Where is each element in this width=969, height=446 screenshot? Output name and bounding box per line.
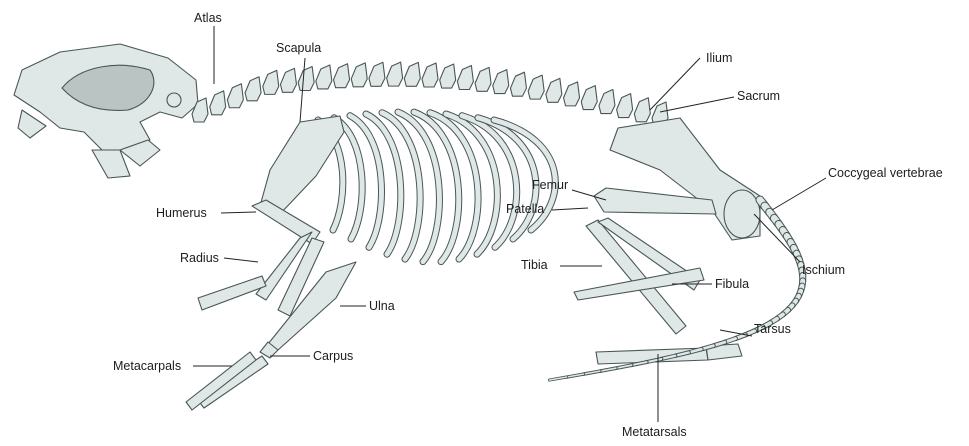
vertebra (280, 68, 296, 92)
skull (14, 44, 198, 178)
label-ischium: Ischium (802, 264, 845, 277)
label-femur: Femur (532, 179, 568, 192)
label-ulna: Ulna (369, 300, 395, 313)
vertebra (564, 82, 580, 106)
vertebra (440, 64, 456, 88)
label-radius: Radius (180, 252, 219, 265)
vertebra (334, 64, 350, 88)
vertebra (316, 65, 332, 89)
vertebra (457, 66, 473, 90)
vertebra (528, 75, 544, 99)
label-metatarsals: Metatarsals (622, 426, 687, 439)
label-fibula: Fibula (715, 278, 749, 291)
vertebra (581, 86, 597, 110)
label-ilium: Ilium (706, 52, 732, 65)
scapula-bone (260, 116, 344, 214)
vertebra (617, 94, 633, 118)
label-sacrum: Sacrum (737, 90, 780, 103)
vertebra (404, 62, 420, 86)
vertebra (599, 90, 615, 114)
label-tarsus: Tarsus (754, 323, 791, 336)
label-carpus: Carpus (313, 350, 353, 363)
vertebra (227, 84, 243, 108)
label-humerus: Humerus (156, 207, 207, 220)
pelvis (610, 118, 760, 240)
vertebra (546, 78, 562, 102)
vertebra (493, 70, 509, 94)
label-metacarpals: Metacarpals (113, 360, 181, 373)
vertebra (245, 77, 261, 101)
vertebra (475, 67, 491, 91)
vertebra (210, 91, 226, 115)
vertebra (369, 62, 385, 86)
vertebra (351, 63, 367, 87)
label-scapula: Scapula (276, 42, 321, 55)
vertebra (510, 72, 526, 96)
vertebra (422, 63, 438, 87)
label-coccygeal-vertebrae: Coccygeal vertebrae (828, 167, 943, 180)
label-patella: Patella (506, 203, 544, 216)
rib-cage (318, 112, 555, 262)
vertebra (634, 98, 650, 122)
label-tibia: Tibia (521, 259, 548, 272)
vertebra (387, 62, 403, 86)
vertebra (298, 67, 314, 91)
label-atlas: Atlas (194, 12, 222, 25)
vertebra (263, 70, 279, 94)
